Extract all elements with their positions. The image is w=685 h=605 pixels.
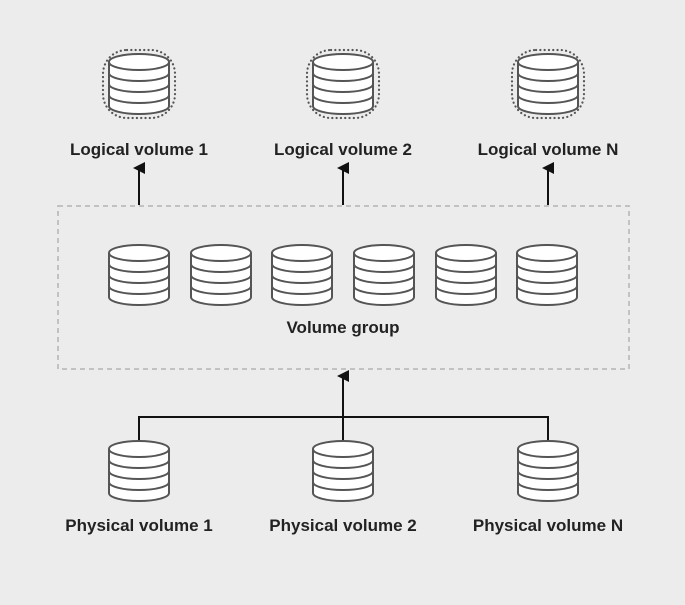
physical-volume-icons: [108, 440, 579, 502]
logical-volume-2-label: Logical volume 2: [274, 140, 412, 159]
extent-1-icon: [108, 244, 170, 306]
extent-5-icon: [435, 244, 497, 306]
pv-connector: [138, 370, 549, 443]
logical-volume-icons: [101, 48, 586, 120]
logical-volume-1-icon: [101, 48, 177, 120]
physical-volume-2-label: Physical volume 2: [269, 516, 416, 535]
physical-volume-1-label: Physical volume 1: [65, 516, 212, 535]
extent-6-icon: [516, 244, 578, 306]
logical-volume-n-label: Logical volume N: [478, 140, 619, 159]
physical-volume-1-icon: [108, 440, 170, 502]
volume-group-box: [57, 205, 630, 370]
physical-volume-n-label: Physical volume N: [473, 516, 623, 535]
logical-volume-2-icon: [305, 48, 381, 120]
extent-3-icon: [271, 244, 333, 306]
volume-group-label: Volume group: [286, 318, 399, 337]
physical-volume-2-icon: [312, 440, 374, 502]
logical-volume-n-icon: [510, 48, 586, 120]
logical-volume-1-label: Logical volume 1: [70, 140, 208, 159]
volume-group-extents: [108, 244, 578, 306]
physical-volume-n-icon: [517, 440, 579, 502]
lv-arrows: [133, 162, 554, 205]
extent-4-icon: [353, 244, 415, 306]
extent-2-icon: [190, 244, 252, 306]
